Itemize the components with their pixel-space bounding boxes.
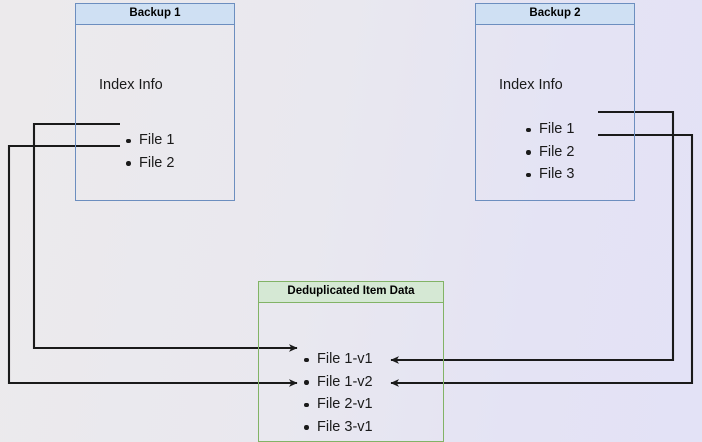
- deduplicated-item-data-title: Deduplicated Item Data: [287, 285, 415, 298]
- list-item: File 1: [526, 118, 574, 141]
- backup-2-file-2-label: File 2: [539, 143, 575, 160]
- backup-2-body: Index Info File 1 File 2 File 3: [476, 25, 634, 200]
- list-item: File 1: [126, 129, 174, 152]
- backup-2-box: Backup 2 Index Info File 1 File 2 File 3: [475, 3, 635, 201]
- backup-2-title: Backup 2: [529, 7, 581, 20]
- list-item: File 2: [526, 141, 574, 164]
- backup-2-header: Backup 2: [476, 4, 634, 25]
- backup-2-file-3-label: File 3: [539, 166, 575, 182]
- list-item: File 1-v2: [304, 371, 373, 394]
- connector-backup1-file1: [32, 122, 298, 352]
- deduplicated-item-data-box: Deduplicated Item Data File 1-v1 File 1-…: [258, 281, 444, 442]
- backup-1-box: Backup 1 Index Info File 1 File 2: [75, 3, 235, 201]
- deduplicated-item-data-header: Deduplicated Item Data: [259, 282, 443, 303]
- backup-2-file-1-label: File 1: [539, 121, 575, 137]
- backup-1-title: Backup 1: [129, 7, 181, 20]
- backup-1-index-label: Index Info: [99, 77, 163, 93]
- backup-1-body: Index Info File 1 File 2: [76, 25, 234, 200]
- list-item: File 3-v1: [304, 416, 373, 439]
- backup-1-header: Backup 1: [76, 4, 234, 25]
- connector-backup1-file2: [7, 144, 298, 387]
- backup-2-index-label: Index Info: [499, 77, 563, 93]
- connector-backup2-file1: [390, 110, 675, 364]
- deduplicated-item-list: File 1-v1 File 1-v2 File 2-v1 File 3-v1: [304, 348, 373, 438]
- backup-1-file-list: File 1 File 2: [126, 129, 174, 174]
- dedup-item-file-2-v1-label: File 2-v1: [317, 396, 373, 412]
- list-item: File 3: [526, 163, 574, 186]
- list-item: File 2-v1: [304, 393, 373, 416]
- list-item: File 1-v1: [304, 348, 373, 371]
- connector-backup2-file2: [390, 133, 694, 387]
- dedup-item-file-1-v1-label: File 1-v1: [317, 351, 373, 367]
- list-item: File 2: [126, 152, 174, 175]
- backup-1-file-2-label: File 2: [139, 154, 175, 171]
- dedup-item-file-3-v1-label: File 3-v1: [317, 418, 373, 435]
- dedup-item-file-1-v2-label: File 1-v2: [317, 373, 373, 390]
- backup-1-file-1-label: File 1: [139, 132, 175, 148]
- deduplicated-item-data-body: File 1-v1 File 1-v2 File 2-v1 File 3-v1: [259, 303, 443, 441]
- backup-2-file-list: File 1 File 2 File 3: [526, 118, 574, 186]
